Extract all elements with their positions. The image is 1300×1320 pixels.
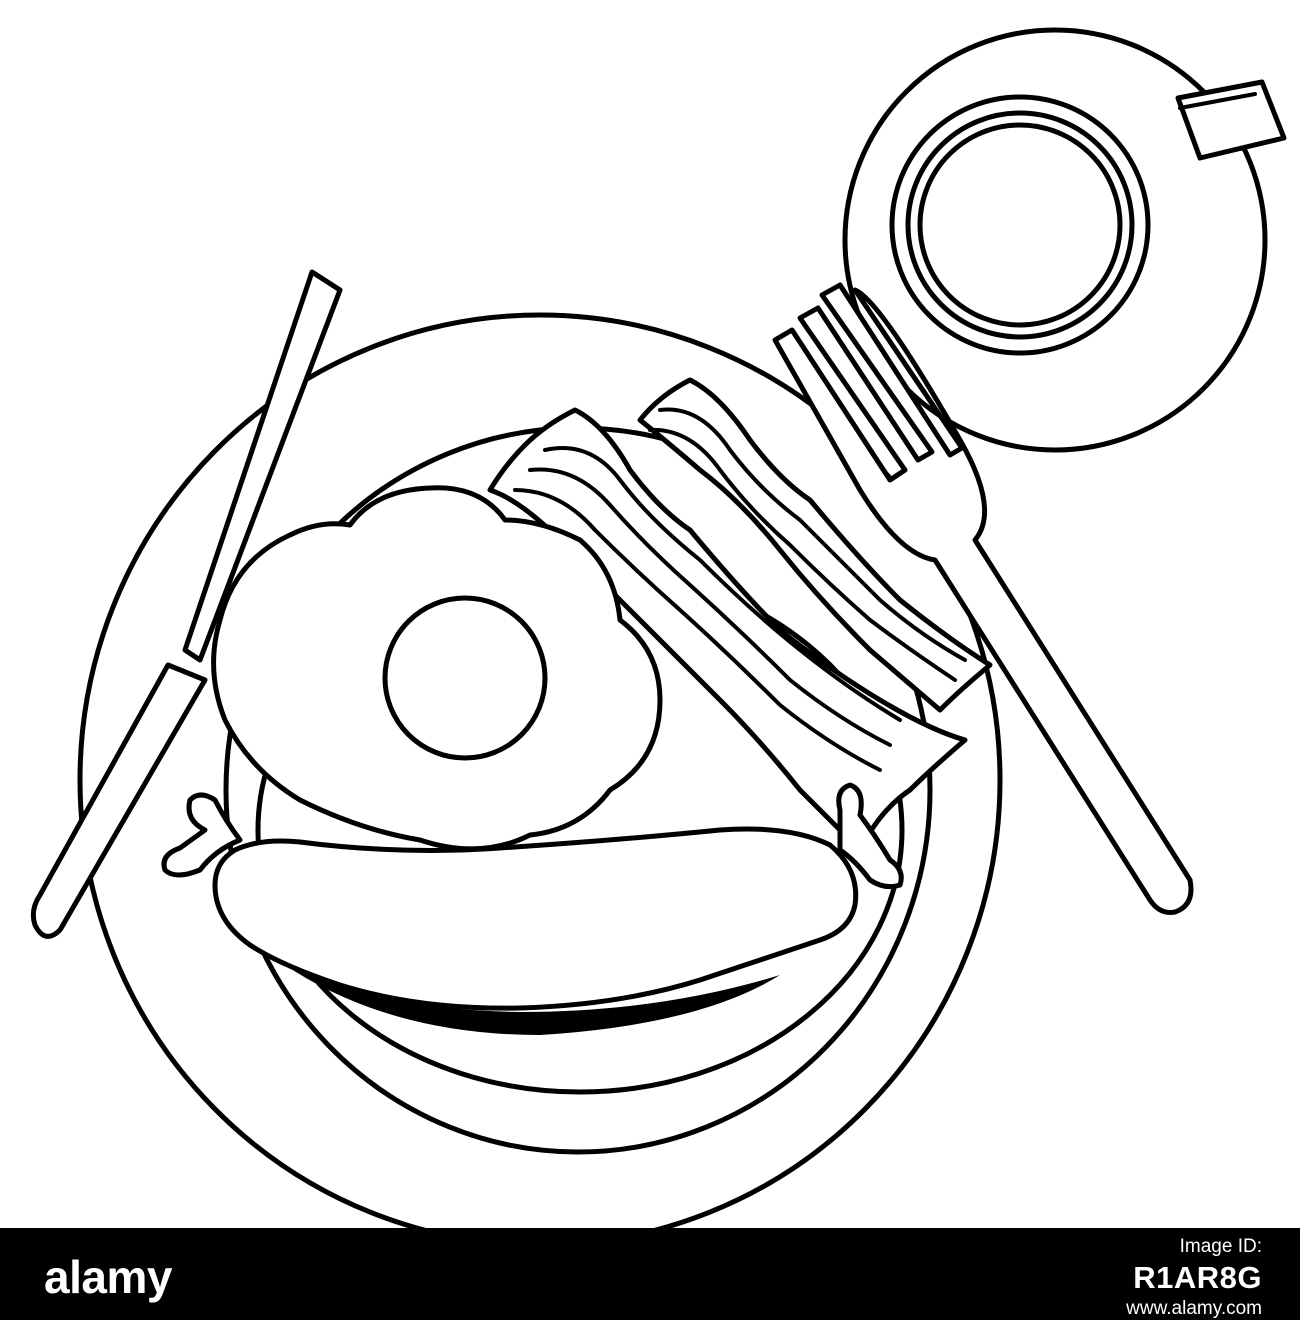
- website-url: www.alamy.com: [1126, 1298, 1262, 1319]
- fried-egg-icon: [211, 485, 663, 852]
- fork-icon: [772, 282, 1194, 915]
- watermark-footer: alamy Image ID: R1AR8G www.alamy.com: [0, 1228, 1300, 1320]
- breakfast-illustration: [30, 27, 1287, 1248]
- knife-icon: [30, 269, 343, 939]
- bacon-icon: [487, 377, 993, 853]
- coffee-cup-icon: [842, 27, 1287, 453]
- image-id-label: Image ID:: [1179, 1236, 1262, 1257]
- sausage-icon: [161, 782, 904, 1011]
- brand-logo: alamy: [44, 1251, 172, 1303]
- plate-shadow: [285, 965, 780, 1035]
- breakfast-line-art: [30, 27, 1287, 1248]
- image-info: Image ID: R1AR8G www.alamy.com: [1126, 1236, 1262, 1320]
- image-id: R1AR8G: [1133, 1260, 1262, 1295]
